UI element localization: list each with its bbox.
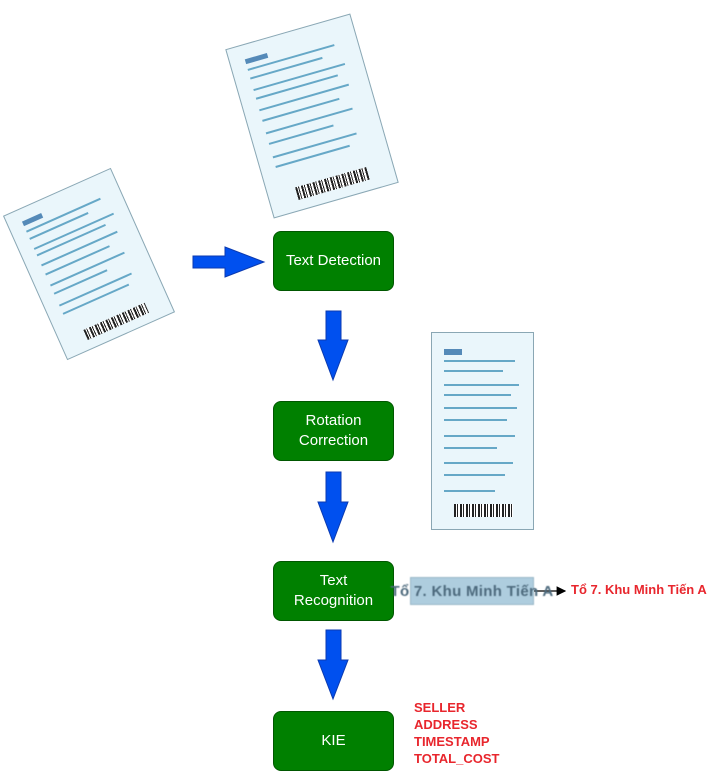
text-crop-image: Tổ 7. Khu Minh Tiến A bbox=[391, 577, 553, 605]
kie-box: KIE bbox=[273, 711, 394, 771]
kie-label-seller: SELLER bbox=[414, 700, 466, 715]
text-detection-box: Text Detection bbox=[273, 231, 394, 291]
kie-label-list: SELLER ADDRESS TIMESTAMP TOTAL_COST bbox=[414, 699, 499, 767]
recognition-output-text: Tổ 7. Khu Minh Tiến A bbox=[571, 582, 707, 597]
kie-label-timestamp: TIMESTAMP bbox=[414, 734, 490, 749]
arrow-down-3 bbox=[317, 629, 349, 701]
corrected-receipt-image bbox=[431, 332, 534, 530]
arrow-down-2 bbox=[317, 471, 349, 544]
kie-label-total-cost: TOTAL_COST bbox=[414, 751, 500, 766]
kie-label: KIE bbox=[321, 732, 346, 749]
arrow-right bbox=[192, 246, 266, 278]
text-detection-label: Text Detection bbox=[285, 252, 382, 269]
text-recognition-box: Text Recognition bbox=[273, 561, 394, 621]
rotation-correction-box: Rotation Correction bbox=[273, 401, 394, 461]
arrow-down-1 bbox=[317, 310, 349, 382]
text-recognition-label: Text Recognition bbox=[293, 572, 374, 609]
rotation-correction-label: Rotation Correction bbox=[298, 412, 369, 449]
kie-label-address: ADDRESS bbox=[414, 717, 478, 732]
